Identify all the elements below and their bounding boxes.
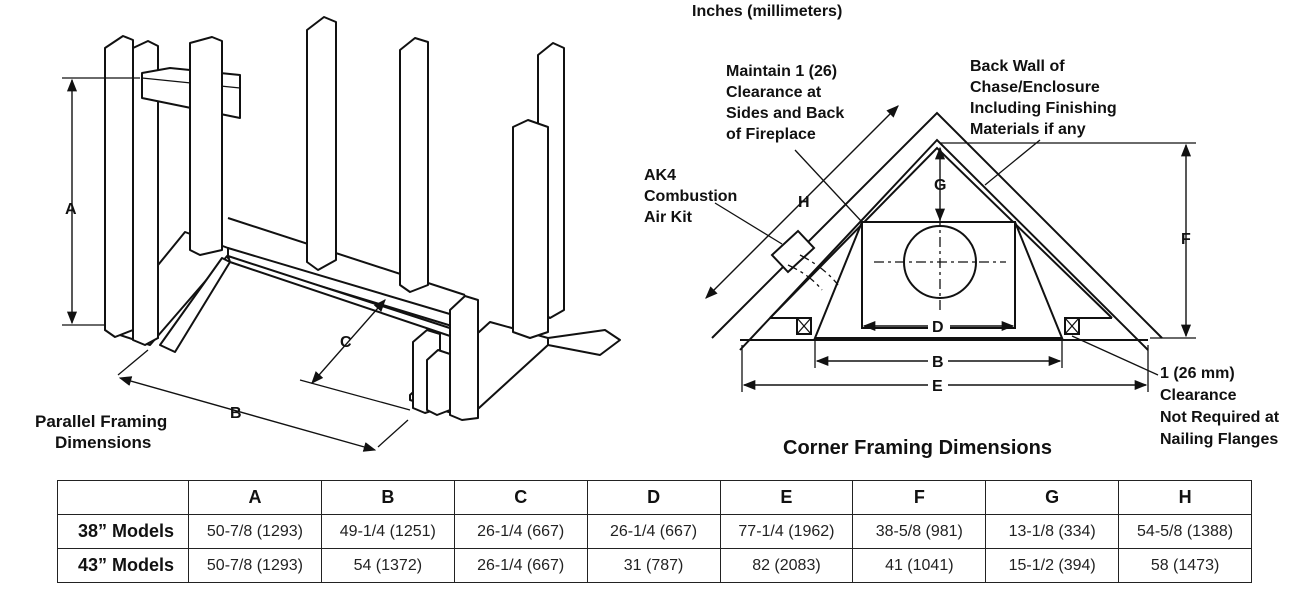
row-model-label: 38” Models — [57, 514, 189, 549]
table-header-cell: F — [852, 480, 987, 515]
table-header-cell: G — [985, 480, 1120, 515]
corner-title: Corner Framing Dimensions — [783, 437, 1052, 459]
table-header-cell: B — [320, 480, 455, 515]
label-b-corner: B — [932, 354, 944, 371]
table-cell: 26-1/4 (667) — [453, 548, 588, 583]
table-cell: 41 (1041) — [852, 548, 987, 583]
label-d: D — [932, 319, 944, 336]
table-cell: 50-7/8 (1293) — [188, 514, 322, 549]
table-header-cell — [57, 480, 189, 515]
table-cell: 50-7/8 (1293) — [188, 548, 322, 583]
table-cell: 82 (2083) — [719, 548, 854, 583]
table-cell: 15-1/2 (394) — [985, 548, 1120, 583]
row-model-label: 43” Models — [57, 548, 189, 583]
corner-framing-drawing: H G F D B E Maintain 1 (26) Cle — [644, 58, 1284, 459]
note-flange-clearance: 1 (26 mm) Clearance Not Required at Nail… — [1160, 365, 1284, 448]
table-header-cell: C — [453, 480, 588, 515]
table-cell: 38-5/8 (981) — [852, 514, 987, 549]
units-note: Inches (millimeters) — [692, 3, 842, 20]
table-cell: 77-1/4 (1962) — [719, 514, 854, 549]
table-cell: 13-1/8 (334) — [985, 514, 1120, 549]
label-h: H — [798, 194, 810, 211]
framing-diagram: Inches (millimeters) A — [35, 3, 1284, 459]
parallel-title-line2: Dimensions — [55, 433, 151, 452]
table-row: 43” Models 50-7/8 (1293) 54 (1372) 26-1/… — [57, 548, 1252, 583]
table-cell: 26-1/4 (667) — [453, 514, 588, 549]
table-cell: 54 (1372) — [320, 548, 455, 583]
label-e: E — [932, 378, 943, 395]
label-g: G — [934, 177, 946, 194]
table-row: 38” Models 50-7/8 (1293) 49-1/4 (1251) 2… — [57, 514, 1252, 549]
label-a: A — [65, 201, 77, 218]
table-header-row: A B C D E F G H — [57, 480, 1252, 515]
label-c: C — [340, 334, 352, 351]
table-cell: 49-1/4 (1251) — [320, 514, 455, 549]
table-cell: 58 (1473) — [1118, 548, 1252, 583]
table-cell: 26-1/4 (667) — [586, 514, 721, 549]
label-f: F — [1181, 231, 1191, 248]
note-air-kit: AK4 Combustion Air Kit — [644, 167, 742, 226]
note-back-wall: Back Wall of Chase/Enclosure Including F… — [970, 58, 1121, 138]
dimensions-table: A B C D E F G H 38” Models 50-7/8 (1293)… — [57, 480, 1252, 583]
note-clearance: Maintain 1 (26) Clearance at Sides and B… — [726, 63, 849, 143]
table-cell: 54-5/8 (1388) — [1118, 514, 1252, 549]
table-header-cell: A — [188, 480, 322, 515]
parallel-framing-drawing: A B C Parallel Framing Dimensions — [35, 16, 621, 452]
table-header-cell: H — [1118, 480, 1252, 515]
table-header-cell: D — [586, 480, 721, 515]
table-header-cell: E — [719, 480, 854, 515]
table-cell: 31 (787) — [586, 548, 721, 583]
parallel-title-line1: Parallel Framing — [35, 412, 167, 431]
label-b: B — [230, 405, 242, 422]
